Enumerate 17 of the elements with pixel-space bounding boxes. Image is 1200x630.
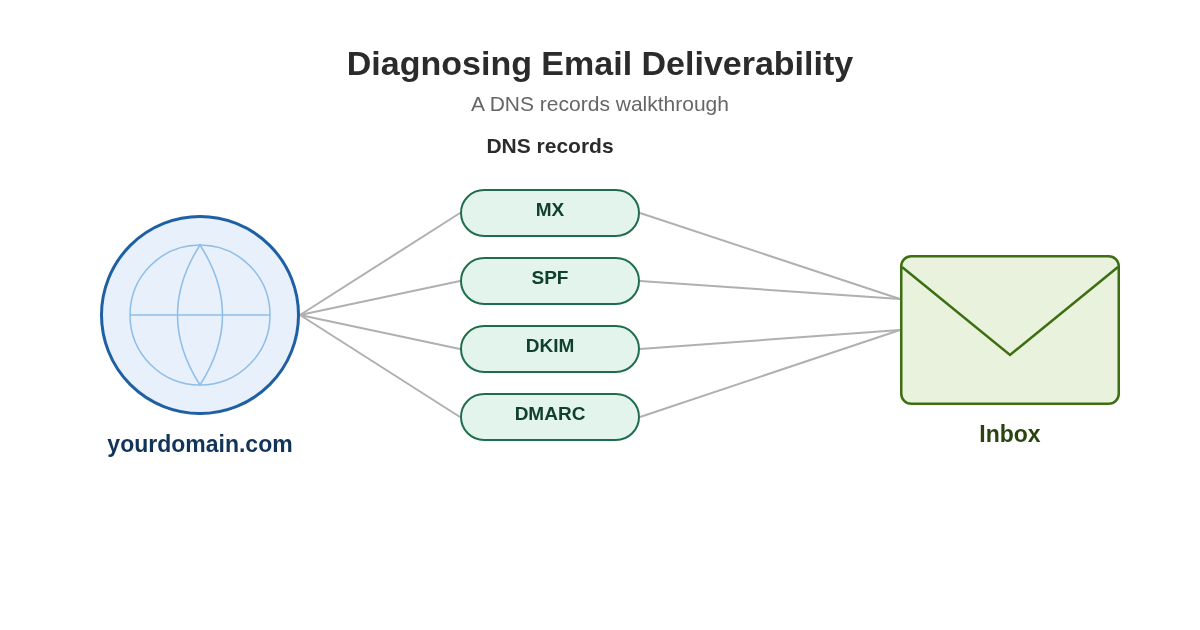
record-pill: DKIM (460, 325, 640, 373)
group-heading: DNS records (485, 133, 615, 159)
diagram-title: Diagnosing Email Deliverability (346, 43, 854, 84)
connector-line (299, 314, 461, 350)
connector-line (299, 212, 461, 316)
record-pill: DMARC (460, 393, 640, 441)
connector-line (299, 280, 461, 316)
record-pill: SPF (460, 257, 640, 305)
node-label: Inbox (979, 420, 1041, 449)
node-label: yourdomain.com (107, 430, 293, 459)
record-pill: MX (460, 189, 640, 237)
connector-line (639, 212, 901, 300)
connector-line (639, 329, 901, 418)
connector-line (299, 314, 461, 418)
connector-line (639, 280, 901, 300)
subtitle: A DNS records walkthrough (471, 91, 729, 117)
connector-line (639, 329, 901, 350)
